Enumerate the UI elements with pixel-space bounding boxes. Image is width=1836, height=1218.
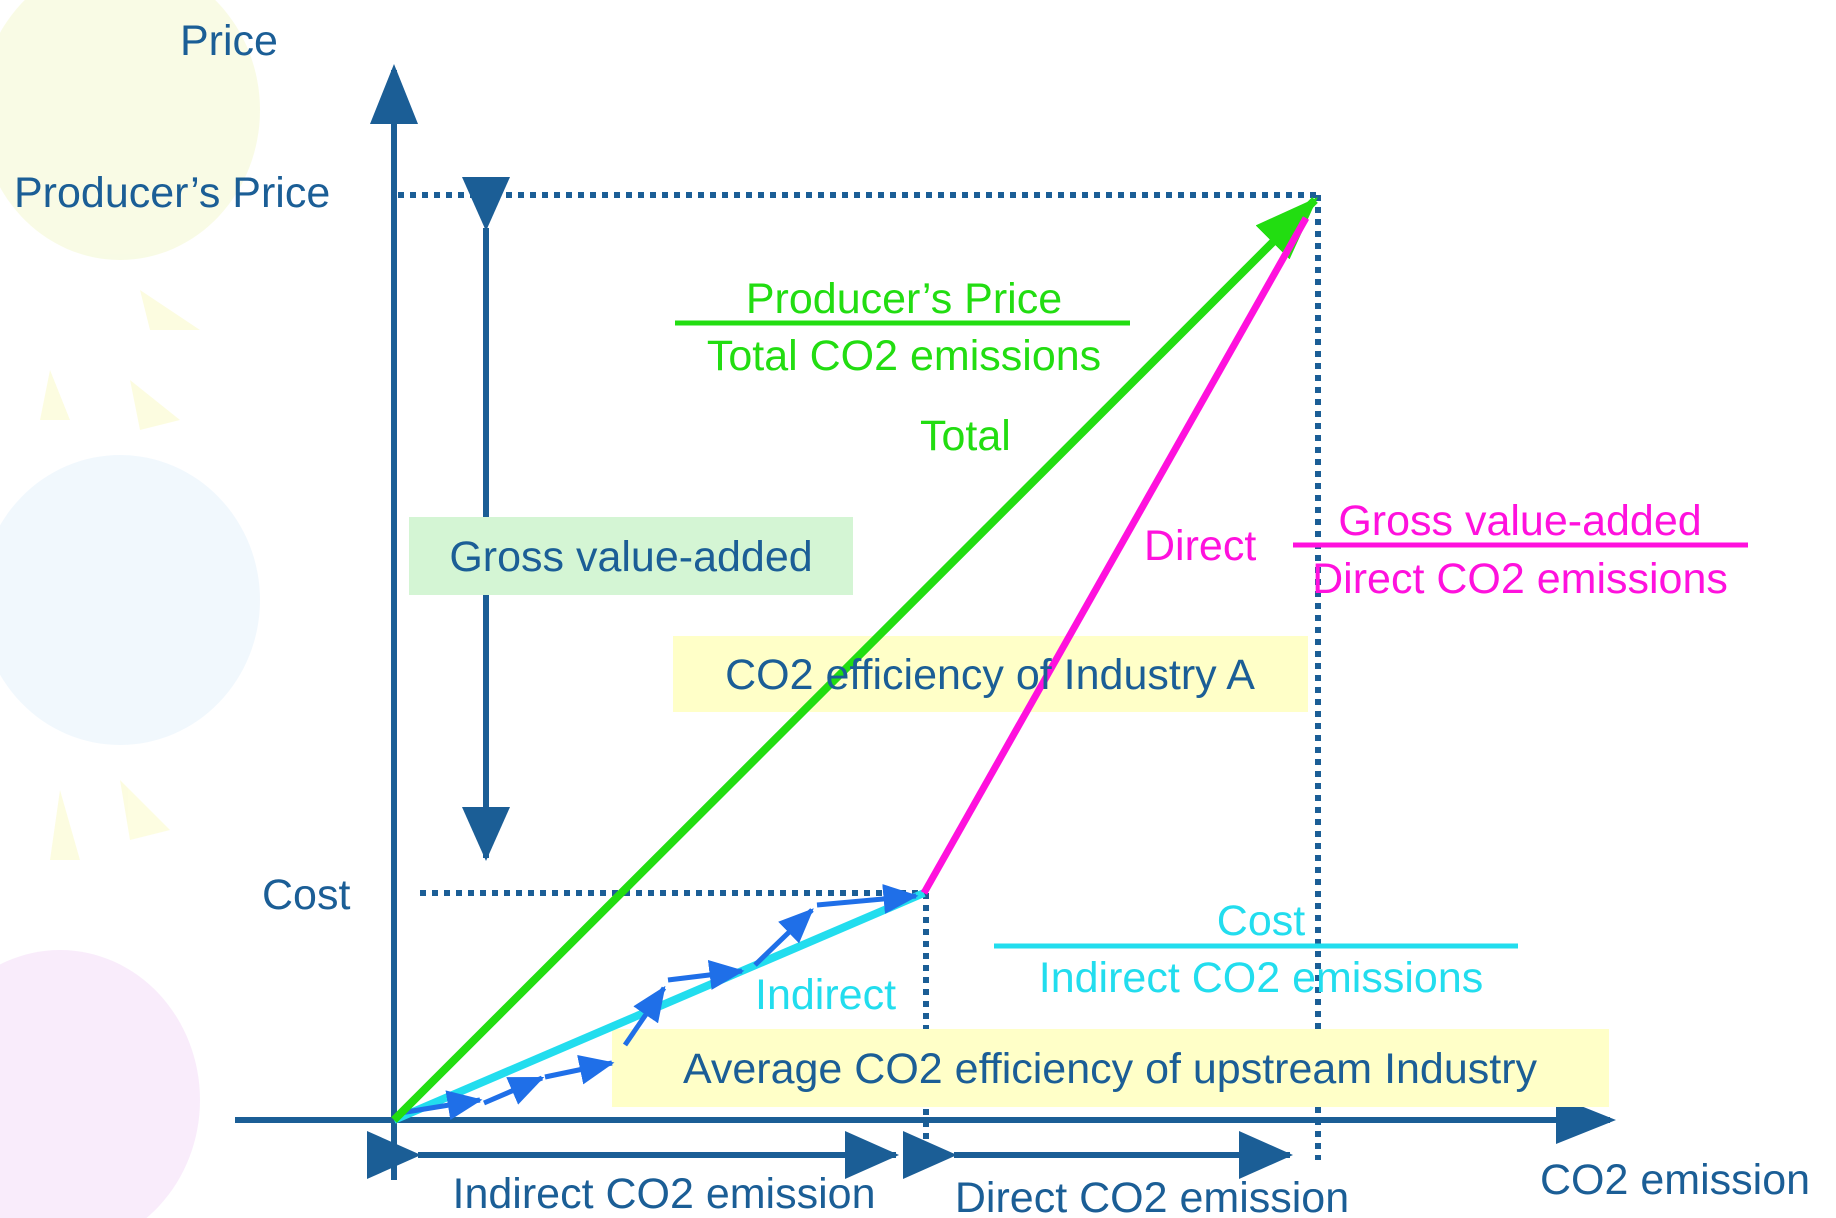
- indirect-emission-span-label: Indirect CO2 emission: [453, 1170, 876, 1218]
- direct-line: [920, 216, 1310, 895]
- sun-ray-shape: [120, 780, 170, 840]
- upstream-arrow: [622, 985, 667, 1047]
- total-line-label: Total: [920, 412, 1011, 460]
- sun-ray-shape: [40, 370, 70, 420]
- co2-efficiency-box-label: CO2 efficiency of Industry A: [725, 651, 1255, 699]
- direct-ratio-numerator: Gross value-added: [1338, 497, 1701, 545]
- balloon-shape-yellow: [0, 0, 260, 260]
- indirect-ratio-numerator: Cost: [1217, 897, 1305, 945]
- average-efficiency-box: [612, 1029, 1609, 1107]
- upstream-arrow: [753, 908, 814, 967]
- labels: Price CO2 emission Producer’s Price Cost…: [14, 17, 1810, 1218]
- upstream-arrows: [399, 884, 919, 1121]
- upstream-arrow: [667, 960, 745, 990]
- background-decoration: [0, 0, 260, 1218]
- y-axis-label: Price: [180, 17, 278, 65]
- direct-line-label: Direct: [1144, 522, 1256, 570]
- indirect-line-label: Indirect: [755, 971, 896, 1019]
- guide-lines: [398, 192, 1321, 1160]
- upstream-arrow: [544, 1054, 615, 1085]
- indirect-ratio-denominator: Indirect CO2 emissions: [1039, 954, 1484, 1002]
- sun-ray-shape: [50, 790, 80, 860]
- x-axis-label: CO2 emission: [1540, 1156, 1810, 1204]
- balloon-shape-blue: [0, 455, 260, 745]
- direct-emission-span-label: Direct CO2 emission: [955, 1174, 1349, 1218]
- co2-efficiency-box: [673, 636, 1308, 712]
- balloon-shape-purple: [0, 950, 200, 1218]
- total-ratio-denominator: Total CO2 emissions: [707, 332, 1101, 380]
- gross-value-added-box-label: Gross value-added: [449, 533, 812, 581]
- producers-price-level-label: Producer’s Price: [14, 169, 330, 217]
- gross-value-added-box: [409, 517, 853, 595]
- total-line: [391, 197, 1318, 1123]
- average-efficiency-box-label: Average CO2 efficiency of upstream Indus…: [683, 1045, 1538, 1093]
- cost-level-label: Cost: [262, 871, 350, 919]
- sun-ray-shape: [140, 290, 200, 330]
- sun-ray-shape: [130, 380, 180, 430]
- upstream-arrow: [816, 884, 919, 914]
- total-ratio-numerator: Producer’s Price: [746, 275, 1062, 323]
- upstream-arrow: [483, 1075, 545, 1106]
- upstream-arrow: [399, 1090, 483, 1121]
- direct-ratio-denominator: Direct CO2 emissions: [1312, 555, 1728, 603]
